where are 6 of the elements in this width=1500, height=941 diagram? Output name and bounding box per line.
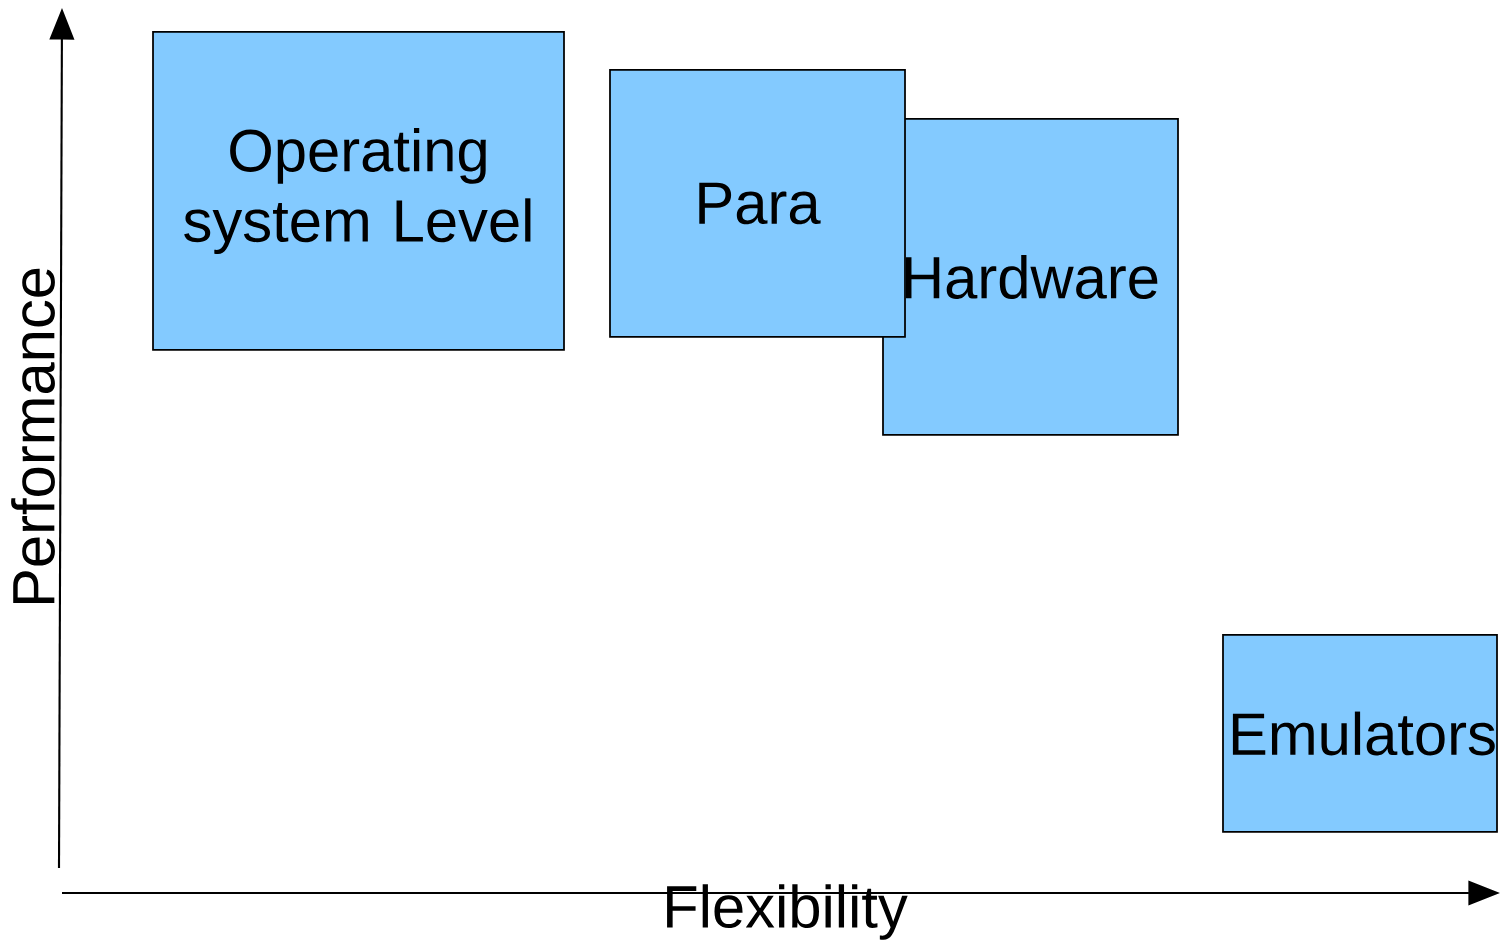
category-box: Operating system Level	[152, 31, 565, 351]
category-box: Para	[609, 69, 906, 338]
axis-label: Performance	[11, 268, 55, 604]
category-box: Hardware	[882, 118, 1179, 436]
category-box: Emulators	[1222, 634, 1498, 833]
axis-label: Flexibility	[667, 884, 908, 940]
